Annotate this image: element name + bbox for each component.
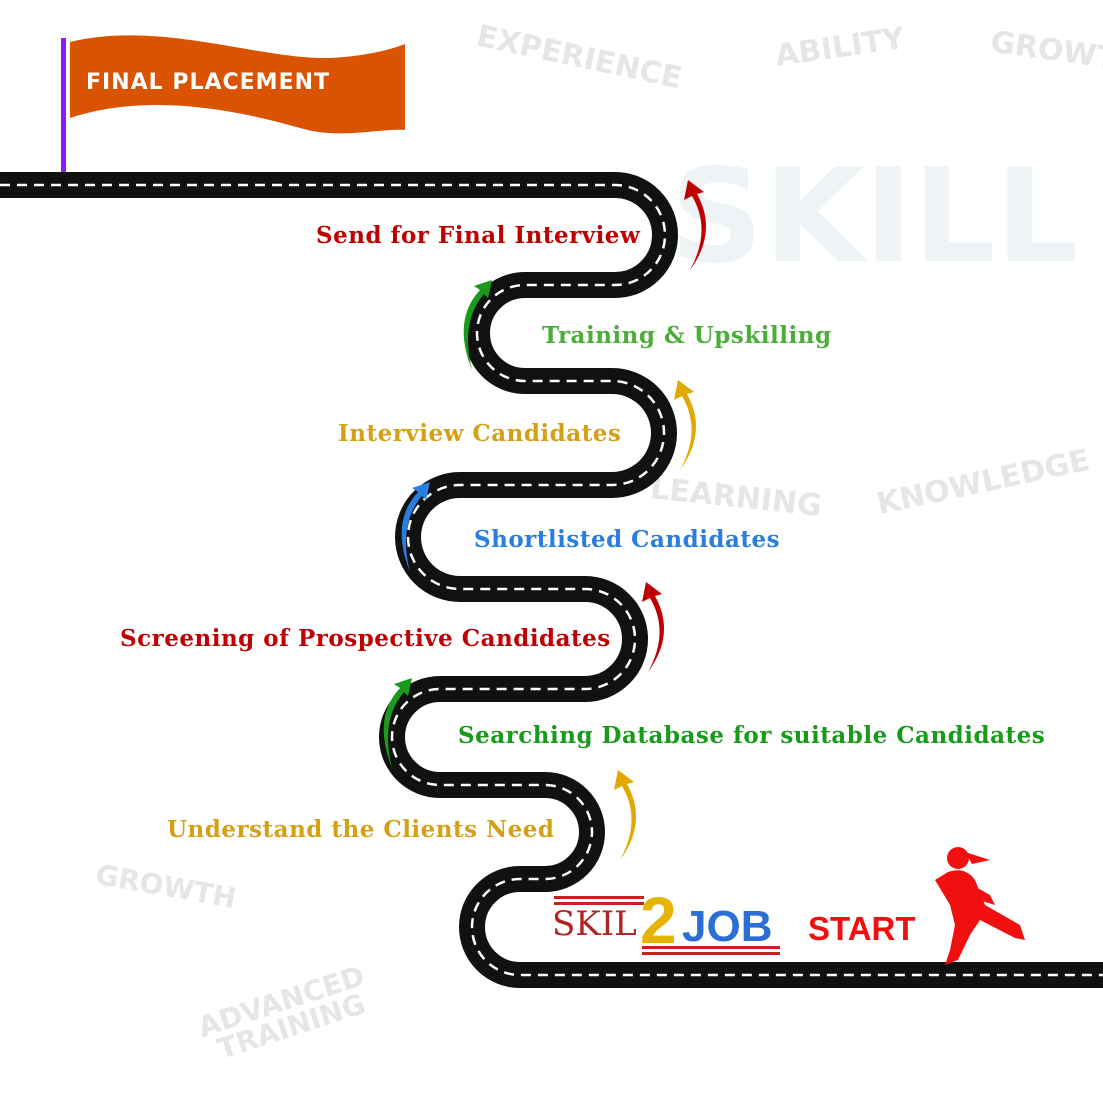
winding-road — [0, 172, 1103, 988]
flag-pole — [61, 38, 66, 178]
arrow-icon-red-2 — [642, 582, 664, 672]
step-understand-needs: Understand the Clients Need — [167, 816, 555, 843]
skil2job-logo: SKIL 2 JOB — [552, 883, 782, 957]
bg-word-skill: SKILL — [670, 140, 1079, 292]
logo-two: 2 — [640, 883, 677, 957]
road-lane-dashes — [0, 183, 1103, 977]
flag-label: FINAL PLACEMENT — [86, 70, 331, 95]
step-send-final-interview: Send for Final Interview — [316, 222, 641, 249]
step-searching-database: Searching Database for suitable Candidat… — [458, 722, 1046, 749]
arrow-icon-green-2 — [383, 678, 412, 768]
step-shortlisted-candidates: Shortlisted Candidates — [474, 526, 781, 553]
step-interview-candidates: Interview Candidates — [338, 420, 622, 447]
arrow-icon-yellow-1 — [674, 380, 696, 470]
arrow-icon-blue — [401, 482, 430, 572]
logo-job: JOB — [682, 902, 773, 951]
step-training-upskilling: Training & Upskilling — [542, 322, 832, 349]
arrow-icon-green-1 — [463, 280, 492, 370]
step-screening: Screening of Prospective Candidates — [120, 625, 611, 652]
start-label: START — [808, 910, 916, 947]
runner-icon — [935, 847, 1025, 965]
arrow-icon-yellow-2 — [614, 770, 636, 860]
arrow-icon-red-top — [684, 180, 706, 270]
logo-skil: SKIL — [552, 904, 637, 944]
flag-banner — [70, 35, 405, 134]
